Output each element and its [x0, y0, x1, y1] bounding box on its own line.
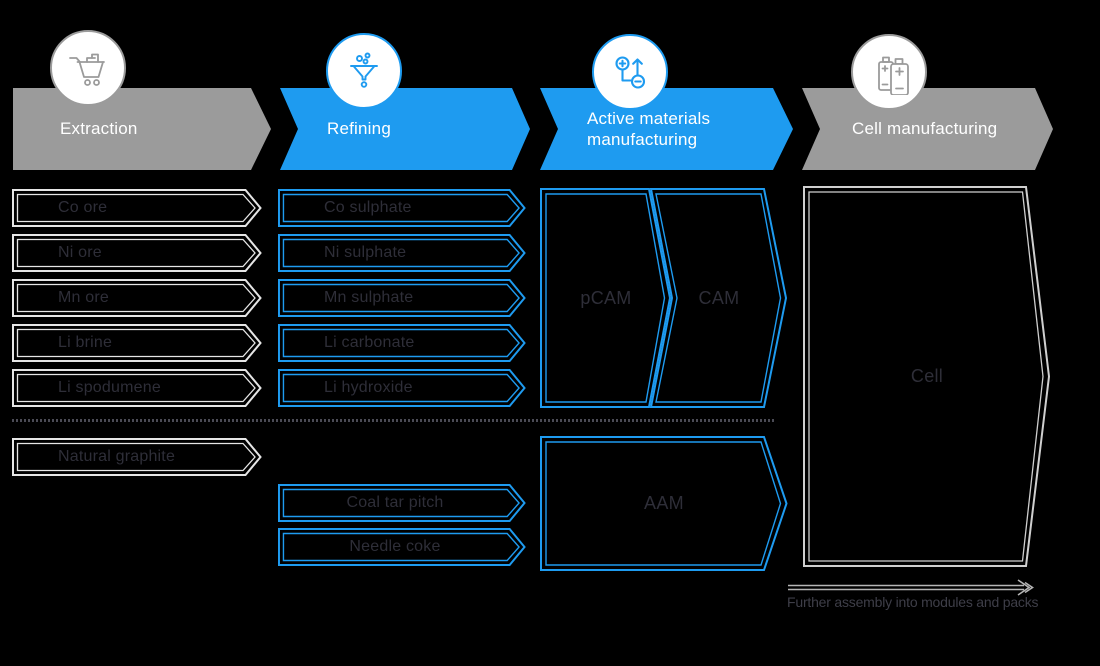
item-label: Needle coke — [349, 538, 441, 555]
arrow-box-shape — [12, 324, 262, 362]
stage-banner-cell-manufacturing: Cell manufacturing — [802, 88, 1054, 170]
refining-icon-badge — [326, 33, 402, 109]
arrow-box-shape — [278, 528, 526, 566]
item-label: Natural graphite — [58, 448, 176, 465]
arrow-box-shape — [12, 369, 262, 407]
pcam-block: pCAM — [540, 188, 672, 408]
stage-label-active-materials: Active materials manufacturing — [587, 108, 711, 149]
aam-block: AAM — [540, 436, 788, 571]
pcam-shape — [540, 188, 672, 408]
arrow-box-shape — [278, 234, 526, 272]
arrow-box-shape — [278, 189, 526, 227]
refining-item-coal-tar-pitch: Coal tar pitch — [278, 484, 526, 522]
stage-banner-refining: Refining — [280, 88, 530, 170]
cam-block: CAM — [650, 188, 788, 408]
arrow-box-shape — [278, 369, 526, 407]
aam-shape — [540, 436, 788, 571]
assembly-arrow-icon — [788, 579, 1034, 596]
refining-item-li-carbonate: Li carbonate — [278, 324, 526, 362]
extraction-item-ni-ore: Ni ore — [12, 234, 262, 272]
refining-item-mn-sulphate: Mn sulphate — [278, 279, 526, 317]
funnel-icon — [350, 52, 378, 88]
item-label: Ni ore — [58, 244, 102, 261]
arrow-box-shape — [278, 484, 526, 522]
batteries-icon — [878, 56, 909, 95]
stage-label-cell-manufacturing: Cell manufacturing — [852, 119, 998, 139]
arrow-box-shape — [12, 438, 262, 476]
assembly-caption: Further assembly into modules and packs — [787, 594, 1039, 610]
extraction-item-li-brine: Li brine — [12, 324, 262, 362]
item-label: Ni sulphate — [324, 244, 407, 261]
extraction-icon-badge — [50, 30, 126, 106]
refining-item-needle-coke: Needle coke — [278, 528, 526, 566]
extraction-banner-shape — [13, 88, 271, 170]
cell-manufacturing-icon-badge — [851, 34, 927, 110]
item-label: Coal tar pitch — [346, 494, 444, 511]
cell-label: Cell — [910, 366, 944, 386]
refining-item-ni-sulphate: Ni sulphate — [278, 234, 526, 272]
extraction-item-natural-graphite: Natural graphite — [12, 438, 262, 476]
extraction-item-mn-ore: Mn ore — [12, 279, 262, 317]
mining-cart-icon — [69, 53, 105, 86]
item-label: Co sulphate — [324, 199, 412, 216]
arrow-box-shape — [278, 279, 526, 317]
extraction-item-co-ore: Co ore — [12, 189, 262, 227]
extraction-item-li-spodumene: Li spodumene — [12, 369, 262, 407]
active-materials-banner-shape — [540, 88, 793, 170]
stage-label-refining: Refining — [327, 119, 391, 139]
anode-cathode-divider — [12, 419, 774, 422]
item-label: Mn sulphate — [324, 289, 414, 306]
pcam-label: pCAM — [580, 287, 632, 308]
item-label: Co ore — [58, 199, 108, 216]
cell-block: Cell — [803, 186, 1051, 567]
refining-item-li-hydroxide: Li hydroxide — [278, 369, 526, 407]
arrow-box-shape — [12, 279, 262, 317]
stage-banner-extraction: Extraction — [13, 88, 271, 170]
aam-label: AAM — [644, 493, 684, 513]
arrow-box-shape — [278, 324, 526, 362]
cam-label: CAM — [698, 287, 740, 308]
stage-banner-active-materials: Active materials manufacturing — [540, 88, 794, 170]
arrow-box-shape — [12, 234, 262, 272]
item-label: Li hydroxide — [324, 379, 413, 396]
charge-route-icon — [615, 56, 646, 89]
cell-shape — [803, 186, 1051, 567]
cell-manufacturing-banner-shape — [802, 88, 1053, 170]
arrow-box-shape — [12, 189, 262, 227]
item-label: Li carbonate — [324, 334, 415, 351]
refining-banner-shape — [280, 88, 530, 170]
active-materials-icon-badge — [592, 34, 668, 110]
item-label: Li spodumene — [58, 379, 161, 396]
item-label: Li brine — [58, 334, 113, 351]
item-label: Mn ore — [58, 289, 109, 306]
stage-label-extraction: Extraction — [60, 119, 138, 139]
refining-item-co-sulphate: Co sulphate — [278, 189, 526, 227]
cam-shape — [650, 188, 788, 408]
